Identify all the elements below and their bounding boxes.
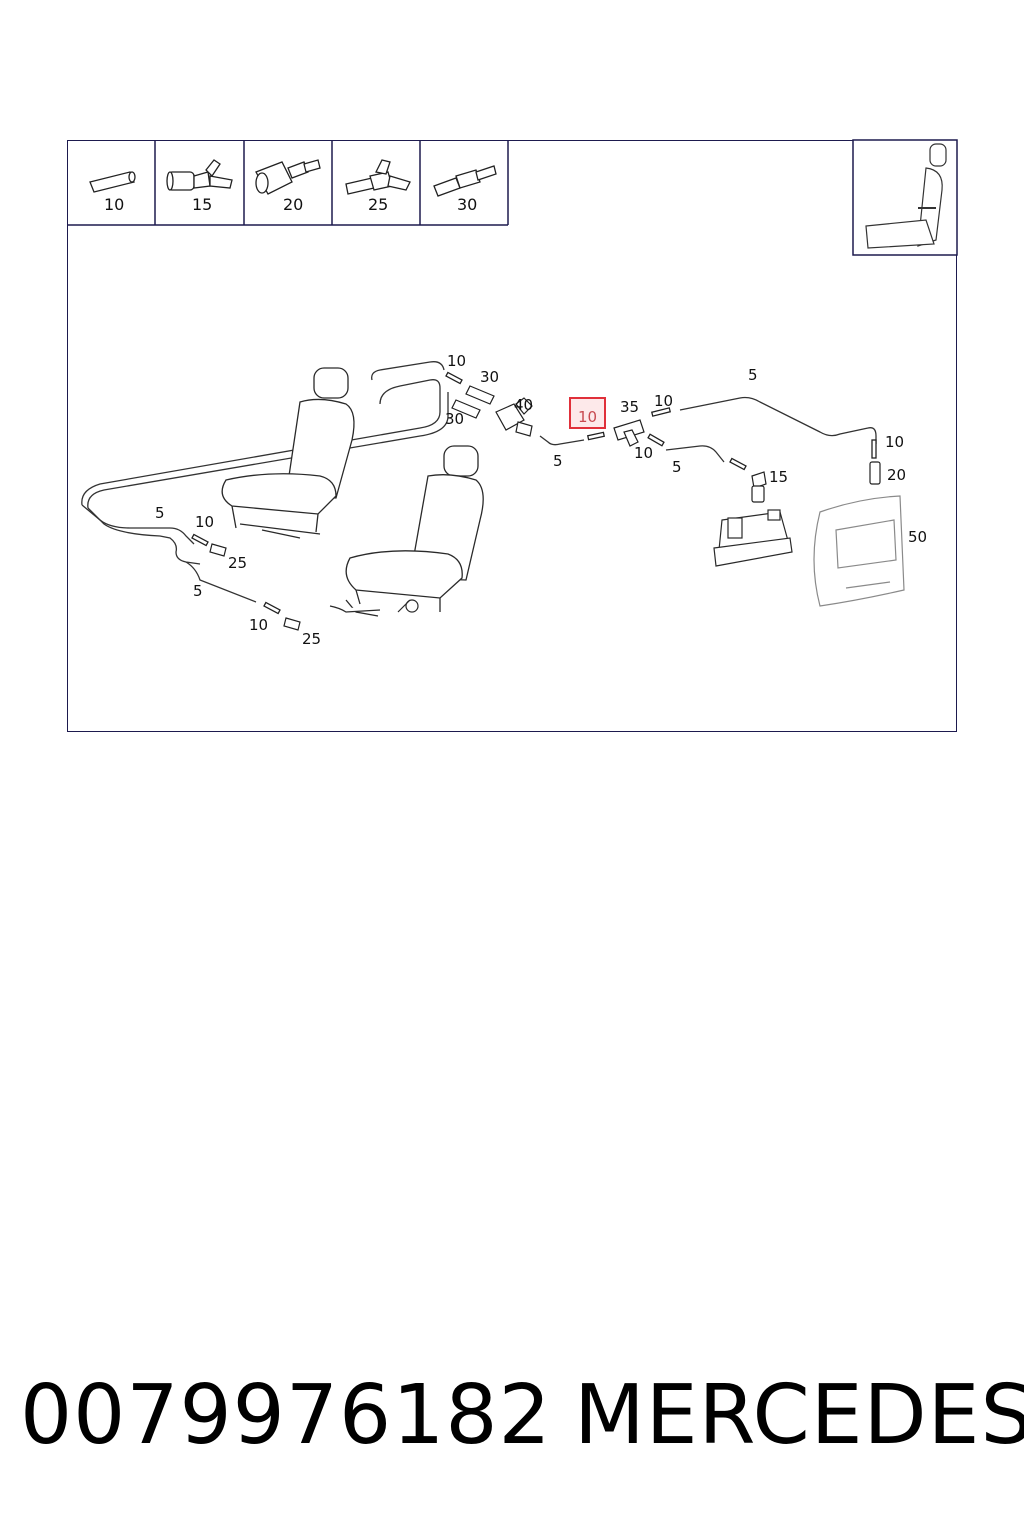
callout-label: 40 [514, 396, 533, 414]
thumbnail-legend [67, 140, 509, 226]
callout-label: 25 [302, 630, 321, 648]
callout-label: 35 [620, 398, 639, 416]
callout-label: 10 [195, 513, 214, 531]
callout-label: 25 [228, 554, 247, 572]
callout-label: 5 [553, 452, 563, 470]
parts-diagram-frame [67, 140, 957, 732]
callout-label: 10 [654, 392, 673, 410]
straight-connector-icon[interactable] [433, 165, 497, 197]
angle-connector-icon[interactable] [166, 159, 233, 191]
callout-label: 10 [885, 433, 904, 451]
callout-labels: 10 30 30 40 10 35 10 5 10 20 5 10 5 15 5… [155, 352, 927, 648]
tube-piece-icon[interactable] [89, 171, 136, 193]
thumbnail-label: 25 [368, 195, 388, 214]
callout-label: 5 [155, 504, 165, 522]
callout-label: 20 [887, 466, 906, 484]
seat-thumbnail-icon [852, 139, 958, 256]
tee-connector-icon[interactable] [345, 159, 411, 195]
tee-connector-35-icon [613, 419, 645, 447]
valve-connector-icon[interactable] [255, 159, 321, 195]
reservoir-icon [813, 495, 905, 607]
tubing-lines [81, 361, 877, 603]
callout-label: 30 [445, 410, 464, 428]
footer: 0079976182 MERCEDES [0, 1368, 1024, 1468]
part-number: 0079976182 [20, 1368, 552, 1463]
highlight-box[interactable] [569, 397, 606, 429]
callout-label: 10 [249, 616, 268, 634]
connector-20-icon [869, 461, 881, 485]
thumbnail-label: 20 [283, 195, 303, 214]
callout-label: 5 [748, 366, 758, 384]
thumbnail-label: 30 [457, 195, 477, 214]
connector-25-icon [209, 543, 301, 631]
callout-label: 5 [193, 582, 203, 600]
thumbnail-label: 15 [192, 195, 212, 214]
callout-label: 50 [908, 528, 927, 546]
valve-40-icon [495, 397, 533, 437]
pump-unit-icon [713, 509, 793, 567]
callout-label: 15 [769, 468, 788, 486]
connector-30-icon [451, 385, 495, 419]
thumbnail-label: 10 [104, 195, 124, 214]
brand-name: MERCEDES [574, 1368, 1024, 1463]
callout-label: 10 [634, 444, 653, 462]
angle-connector-15-icon [751, 471, 767, 503]
front-seat-right-icon [345, 445, 484, 617]
callout-label: 30 [480, 368, 499, 386]
tube-pieces [191, 371, 877, 615]
front-seat-left-icon [221, 367, 355, 539]
seat-harness-icon [329, 599, 419, 613]
callout-label: 10 [447, 352, 466, 370]
callout-label-highlighted[interactable]: 10 [578, 408, 597, 426]
parts-diagram: 10 15 20 25 30 [67, 139, 958, 648]
callout-label: 5 [672, 458, 682, 476]
